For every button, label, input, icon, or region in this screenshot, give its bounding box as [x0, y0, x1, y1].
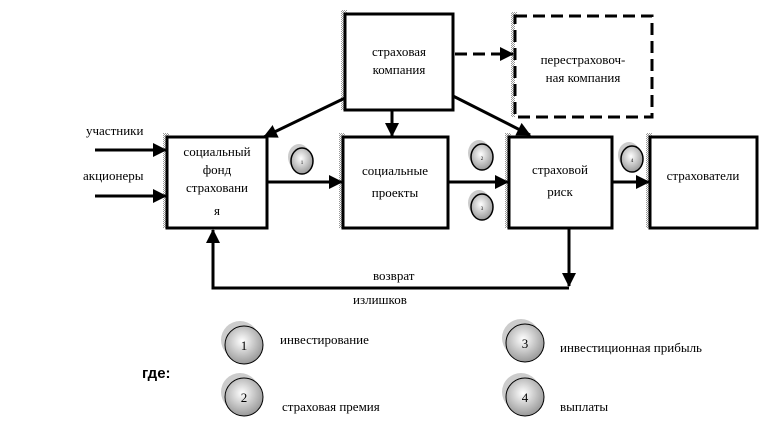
- box-label: страховани: [186, 180, 248, 195]
- svg-text:3: 3: [522, 336, 529, 351]
- svg-text:2: 2: [241, 390, 248, 405]
- legend-where-label: где:: [142, 365, 171, 382]
- svg-text:1: 1: [301, 161, 304, 166]
- reinsurance-company-box: перестраховоч- ная компания: [511, 12, 654, 119]
- box-label: ная компания: [546, 70, 621, 85]
- arrow-return-surplus: [206, 229, 569, 290]
- return-label: возврат: [373, 268, 415, 283]
- social-projects-box: социальные проекты: [339, 133, 450, 230]
- flow-marker-3: 3: [468, 190, 494, 221]
- legend-label: выплаты: [560, 399, 608, 414]
- box-label: риск: [547, 184, 573, 199]
- legend-item-3: 3 инвестиционная прибыль: [502, 319, 702, 363]
- flow-marker-2: 2: [468, 140, 494, 171]
- arrow-company-to-fund: [263, 96, 346, 139]
- legend-item-1: 1 инвестирование: [221, 321, 369, 365]
- box-label: перестраховоч-: [541, 52, 626, 67]
- box-label: компания: [373, 62, 426, 77]
- svg-text:1: 1: [241, 338, 248, 353]
- svg-text:3: 3: [481, 207, 484, 212]
- svg-text:4: 4: [522, 390, 529, 405]
- legend-label: страховая премия: [282, 399, 380, 414]
- box-label: фонд: [203, 162, 232, 177]
- policyholders-box: страхователи: [646, 133, 759, 230]
- box-label: я: [214, 203, 220, 218]
- flow-marker-1: 1: [288, 144, 314, 175]
- svg-text:2: 2: [481, 157, 484, 162]
- box-label: страховой: [532, 162, 588, 177]
- flow-marker-4: 4: [618, 142, 644, 173]
- arrows: [95, 47, 650, 290]
- insurance-company-box: страховая компания: [341, 10, 455, 112]
- shareholders-label: акционеры: [83, 168, 144, 183]
- legend-label: инвестирование: [280, 332, 369, 347]
- legend-item-2: 2 страховая премия: [221, 373, 380, 417]
- participants-label: участники: [86, 123, 143, 138]
- box-label: социальные: [362, 163, 428, 178]
- box-label: социальный: [183, 144, 250, 159]
- box-label: страхователи: [667, 168, 740, 183]
- svg-text:4: 4: [631, 159, 634, 164]
- legend-item-4: 4 выплаты: [502, 373, 608, 417]
- box-label: проекты: [372, 185, 419, 200]
- social-insurance-fund-box: социальный фонд страховани я: [163, 133, 269, 230]
- arrow-company-to-risk: [452, 94, 531, 137]
- return-label: излишков: [353, 292, 407, 307]
- insurance-risk-box: страховой риск: [505, 133, 614, 230]
- box-label: страховая: [372, 44, 426, 59]
- legend-label: инвестиционная прибыль: [560, 340, 702, 355]
